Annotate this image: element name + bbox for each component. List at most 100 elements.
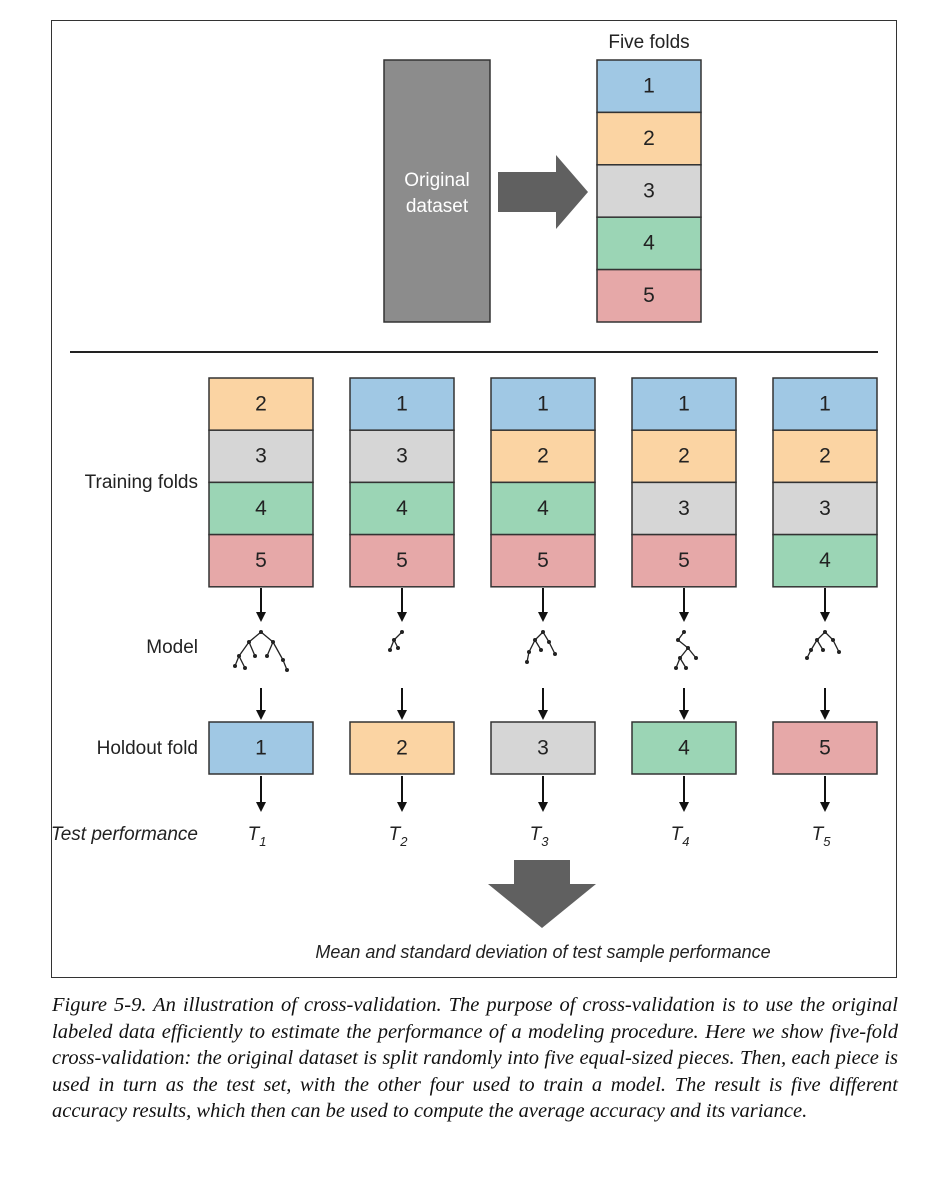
training-fold-block [208,429,314,484]
training-fold-block [772,481,878,536]
figure-frame [51,20,897,978]
training-fold-label: 4 [537,497,549,520]
training-fold-label: 4 [819,549,831,572]
decision-tree-icon [525,630,557,664]
training-fold-block [208,377,314,431]
training-folds-label: Training folds [85,472,198,493]
arrow-head-icon [538,710,548,720]
arrow-head-icon [397,710,407,720]
cross-validation-diagram: Original dataset Five folds 1 2 3 4 5 Traini… [51,32,878,962]
test-performance-value: T2 [389,824,409,849]
fold-label-5: 5 [643,284,655,307]
iteration-column-5: 1 2 3 4 5T5 [772,377,878,849]
training-fold-block [631,429,737,484]
arrow-head-icon [679,612,689,622]
arrow-head-icon [256,710,266,720]
arrow-head-icon [256,802,266,812]
test-performance-value: T5 [812,824,832,849]
training-fold-label: 5 [537,549,549,572]
fold-label-1: 1 [643,75,655,98]
training-fold-label: 2 [255,393,267,416]
decision-tree-icon [674,630,698,670]
holdout-fold-block [631,721,737,775]
arrow-head-icon [679,710,689,720]
iteration-column-3: 1 2 4 5 3T3 [490,377,596,849]
five-folds-stack: 1 2 3 4 5 [596,59,702,323]
holdout-fold-block [208,721,314,775]
fold-block-2 [596,111,702,166]
original-dataset-block [383,59,491,323]
arrow-head-icon [256,612,266,622]
model-label: Model [146,637,198,658]
fold-label-3: 3 [643,179,655,202]
training-fold-block [349,429,455,484]
training-fold-block [772,533,878,588]
original-dataset-label-line2: dataset [406,196,469,217]
decision-tree-icon [388,630,404,652]
arrow-head-icon [538,802,548,812]
training-fold-label: 1 [396,393,408,416]
test-performance-value: T3 [530,824,550,849]
training-fold-label: 1 [678,393,690,416]
decision-tree-icon [233,630,289,672]
training-fold-label: 1 [537,393,549,416]
iteration-column-2: 1 3 4 5 2T2 [349,377,455,849]
fold-block-3 [596,164,702,218]
arrow-head-icon [820,802,830,812]
fold-label-4: 4 [643,232,655,255]
training-fold-label: 3 [819,497,831,520]
fold-label-2: 2 [643,127,655,150]
summary-label: Mean and standard deviation of test samp… [315,942,770,962]
arrow-head-icon [820,710,830,720]
arrow-head-icon [397,612,407,622]
training-fold-label: 3 [396,445,408,468]
aggregate-arrow-icon [488,860,596,928]
fold-block-4 [596,216,702,271]
test-performance-label: Test performance [51,824,198,845]
training-fold-label: 2 [678,445,690,468]
holdout-fold-block [349,721,455,775]
arrow-head-icon [538,612,548,622]
holdout-fold-label: Holdout fold [97,738,198,759]
training-fold-label: 5 [255,549,267,572]
training-fold-block [208,533,314,588]
arrow-head-icon [397,802,407,812]
training-fold-block [349,377,455,431]
original-dataset-label-line1: Original [404,170,469,191]
training-fold-block [631,481,737,536]
training-fold-block [631,533,737,588]
training-fold-label: 3 [255,445,267,468]
training-fold-block [490,429,596,484]
split-arrow-icon [498,155,588,229]
holdout-fold-block [772,721,878,775]
training-fold-block [631,377,737,431]
training-fold-block [490,481,596,536]
training-fold-label: 5 [678,549,690,572]
training-fold-label: 2 [819,445,831,468]
holdout-fold-label: 2 [396,737,408,760]
holdout-fold-label: 1 [255,737,267,760]
training-fold-label: 3 [678,497,690,520]
five-folds-title: Five folds [608,32,689,53]
test-performance-value: T1 [248,824,267,849]
training-fold-label: 5 [396,549,408,572]
fold-block-5 [596,268,702,323]
training-fold-label: 2 [537,445,549,468]
training-fold-block [490,377,596,431]
arrow-head-icon [820,612,830,622]
holdout-fold-label: 5 [819,737,831,760]
training-fold-block [349,533,455,588]
training-fold-label: 4 [255,497,267,520]
iteration-column-1: 2 3 4 5 1T1 [208,377,314,849]
training-fold-label: 4 [396,497,408,520]
holdout-fold-label: 3 [537,737,549,760]
holdout-fold-block [490,721,596,775]
training-fold-block [772,377,878,431]
decision-tree-icon [805,630,841,660]
training-fold-block [490,533,596,588]
training-fold-label: 1 [819,393,831,416]
arrow-head-icon [679,802,689,812]
holdout-fold-label: 4 [678,737,690,760]
